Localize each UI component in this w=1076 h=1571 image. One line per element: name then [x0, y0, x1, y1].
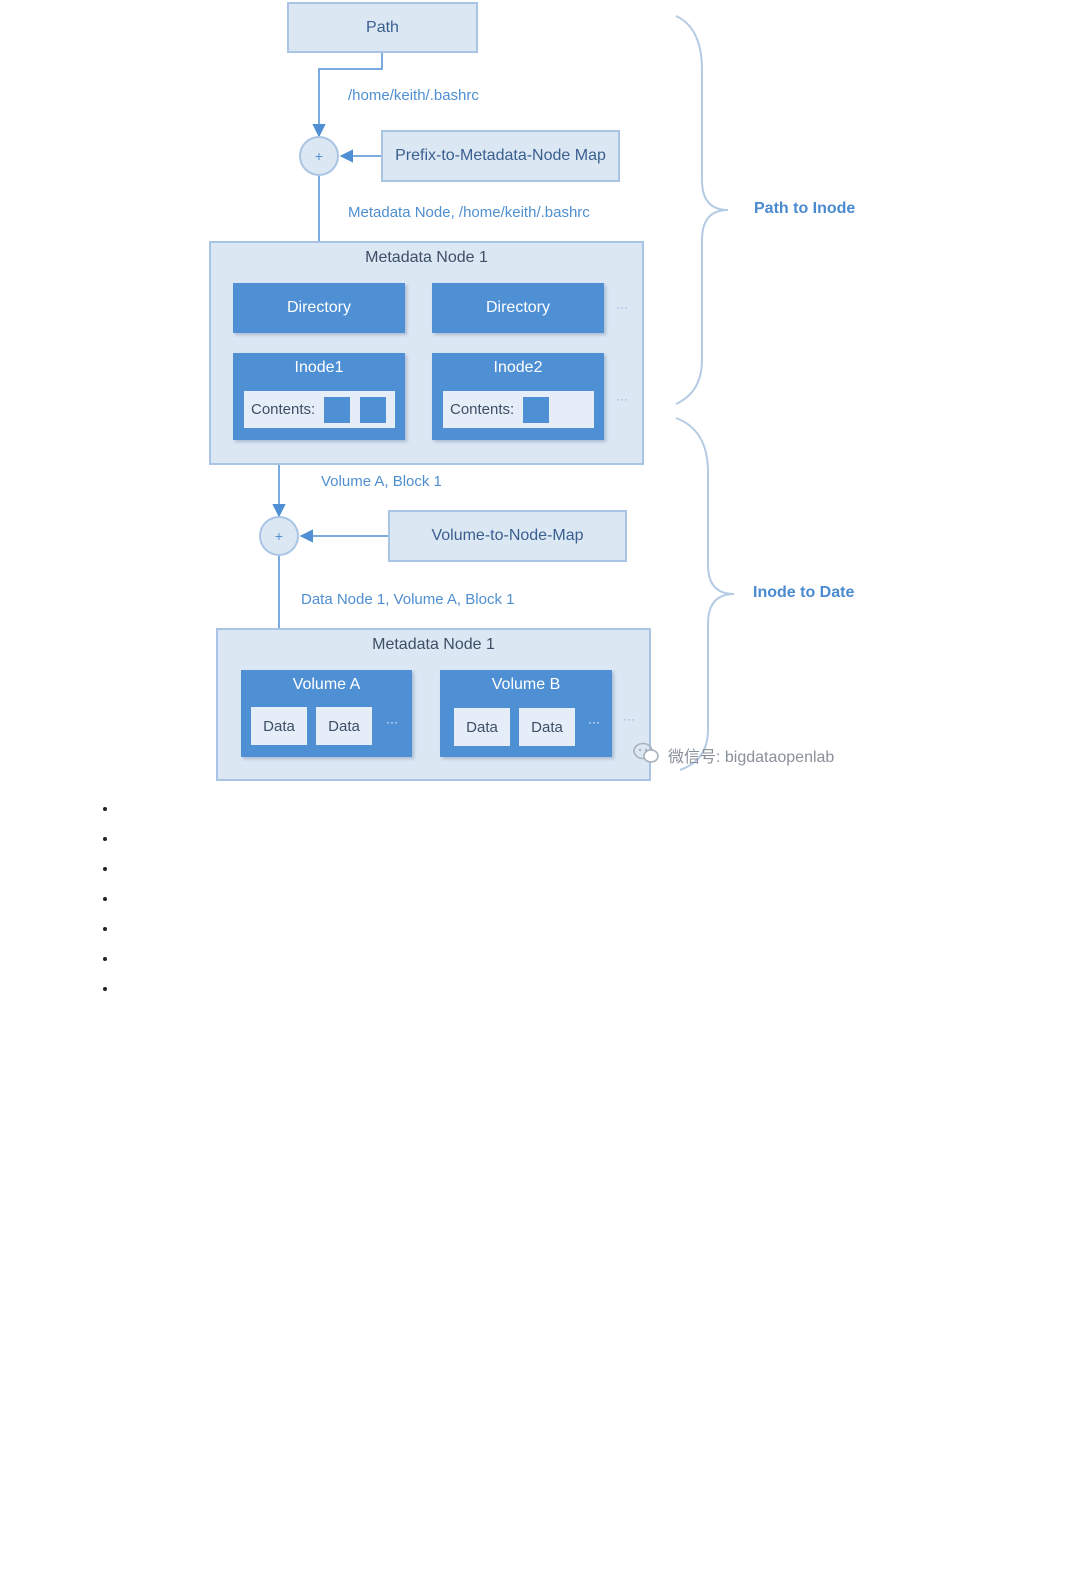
bullet-list: [92, 800, 118, 1010]
directory-box-left: Directory: [233, 283, 405, 333]
block-square-1: [324, 397, 350, 423]
volume-ellipsis: ···: [623, 712, 635, 726]
merge-plus-bottom: +: [259, 516, 299, 556]
data-node-label: Data Node 1, Volume A, Block 1: [301, 591, 515, 608]
data-block-a2: Data: [316, 707, 372, 745]
path-value-label: /home/keith/.bashrc: [348, 87, 479, 104]
path-box: Path: [287, 2, 478, 53]
data-block-b1: Data: [454, 708, 510, 746]
prefix-map-box: Prefix-to-Metadata-Node Map: [381, 130, 620, 182]
metadata-node-title-bottom: Metadata Node 1: [372, 636, 495, 653]
metadata-lookup-label: Metadata Node, /home/keith/.bashrc: [348, 204, 590, 221]
inode1-title: Inode1: [294, 359, 344, 376]
block-square-3: [523, 397, 549, 423]
block-label: Volume A, Block 1: [321, 473, 442, 490]
volume-map-box: Volume-to-Node-Map: [388, 510, 627, 562]
volume-a-title: Volume A: [292, 676, 361, 693]
inode-ellipsis: ···: [616, 392, 628, 406]
volume-b-title: Volume B: [491, 676, 561, 693]
volume-b-ellipsis: ···: [588, 715, 600, 729]
block-square-2: [360, 397, 386, 423]
contents-field-right: Contents:: [443, 391, 594, 428]
watermark-text: 微信号: bigdataopenlab: [668, 749, 835, 766]
wechat-icon: [632, 741, 660, 770]
section-label-inode-to-date: Inode to Date: [753, 584, 855, 601]
directory-ellipsis: ···: [616, 300, 628, 314]
data-block-b2: Data: [519, 708, 575, 746]
merge-plus-top: +: [299, 136, 339, 176]
contents-label-left: Contents:: [251, 401, 316, 418]
contents-label-right: Contents:: [450, 401, 515, 418]
data-block-a1: Data: [251, 707, 307, 745]
section-label-path-to-inode: Path to Inode: [754, 200, 856, 217]
directory-box-right: Directory: [432, 283, 604, 333]
volume-a-ellipsis: ···: [386, 715, 398, 729]
inode2-title: Inode2: [493, 359, 543, 376]
metadata-node-title: Metadata Node 1: [365, 249, 488, 266]
